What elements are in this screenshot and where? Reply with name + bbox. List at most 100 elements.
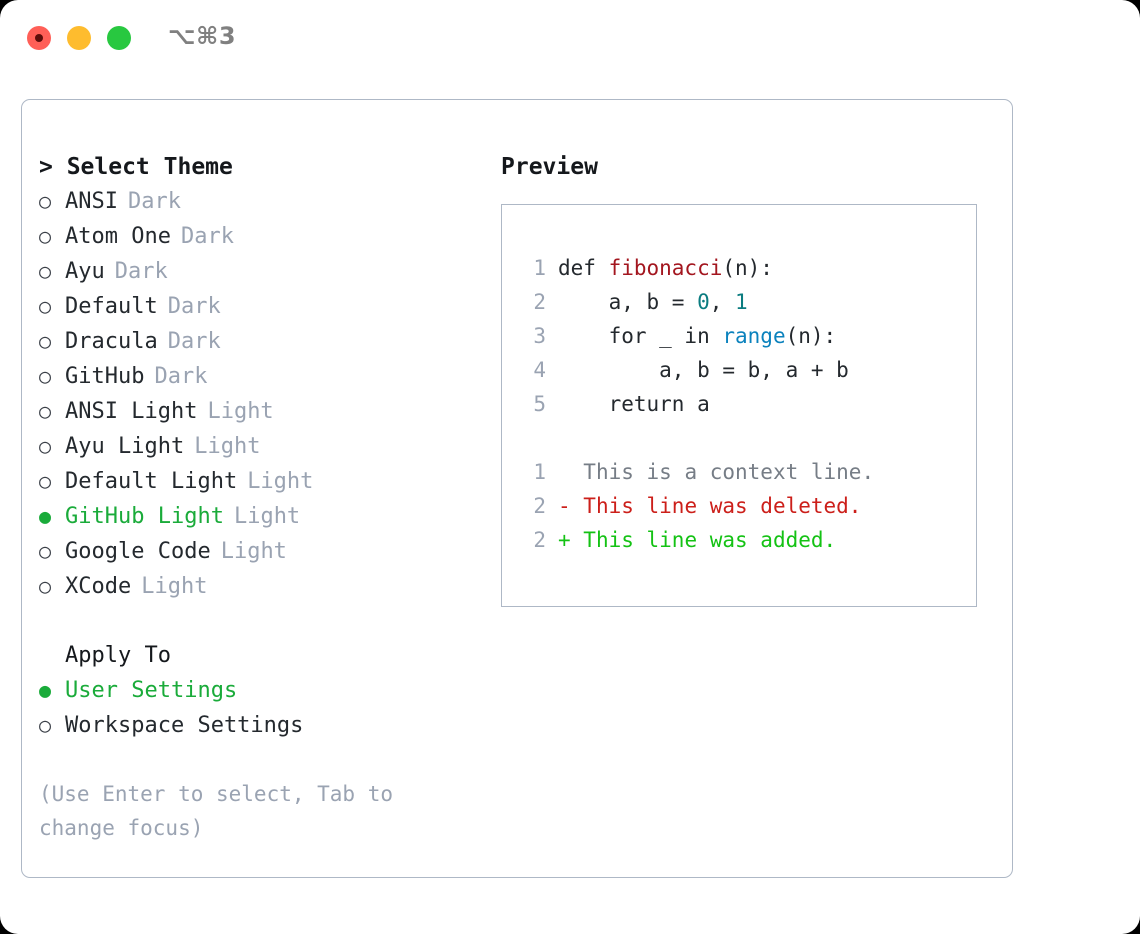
theme-option-label: GitHub Light (65, 504, 224, 529)
theme-option-ayu-light[interactable]: ○ Ayu Light Light (39, 429, 469, 464)
theme-option-github[interactable]: ○ GitHub Dark (39, 359, 469, 394)
code-line-text: return a (558, 387, 710, 421)
radio-unselected-icon: ○ (39, 364, 52, 388)
diff-line-text: + This line was added. (558, 523, 836, 557)
diff-sign: + (558, 528, 584, 552)
code-line-text: def fibonacci(n): (558, 251, 773, 285)
apply-to-option-list: ● User Settings ○Workspace Settings (39, 673, 469, 743)
diff-sign (558, 460, 583, 484)
radio-selected-icon: ● (39, 678, 52, 702)
radio-unselected-icon: ○ (39, 574, 52, 598)
theme-option-label: Ayu Light (65, 434, 185, 459)
diff-line-number: 1 (533, 460, 546, 484)
theme-option-label: XCode (65, 574, 132, 599)
diff-line-group: 1 This is a context line.2- This line wa… (516, 455, 874, 557)
minimize-button[interactable] (67, 26, 91, 50)
apply-to-header: ○ Apply To (39, 638, 469, 673)
theme-option-ayu[interactable]: ○ Ayu Dark (39, 254, 469, 289)
diff-line-add: 2 + This line was added. (516, 523, 874, 557)
zoom-button[interactable] (107, 26, 131, 50)
select-theme-header: > Select Theme (39, 154, 233, 180)
title-bar: ⌥⌘3 (0, 0, 1140, 78)
theme-option-label: Ayu (65, 259, 105, 284)
radio-unselected-icon: ○ (39, 399, 52, 423)
radio-unselected-icon: ○ (39, 539, 52, 563)
code-line-number: 1 (533, 256, 546, 280)
theme-option-github-light[interactable]: ● GitHub Light Light (39, 499, 469, 534)
theme-option-tag: Dark (180, 224, 234, 249)
preview-header: Preview (501, 154, 598, 180)
theme-option-tag: Light (194, 434, 261, 459)
radio-unselected-icon: ○ (39, 224, 52, 248)
code-token-plain: , (709, 290, 736, 314)
diff-line-del: 2- This line was deleted. (516, 489, 874, 523)
apply-to-option-user-settings[interactable]: ● User Settings (39, 673, 469, 708)
diff-line-text: This is a context line. (558, 455, 874, 489)
apply-to-option-label: User Settings (65, 678, 238, 703)
theme-option-tag: Dark (127, 189, 181, 214)
preview-box: 1 def fibonacci(n): 2 a, b = 0, 1 3 for _ i… (501, 204, 977, 607)
code-line-number: 3 (533, 324, 546, 348)
traffic-light-group (27, 26, 131, 50)
theme-option-xcode[interactable]: ○ XCode Light (39, 569, 469, 604)
radio-unselected-icon: ○ (39, 469, 52, 493)
keyboard-hint-text: (Use Enter to select, Tab to change focu… (39, 782, 394, 840)
close-button[interactable] (27, 26, 51, 50)
diff-line-number: 2 (533, 528, 546, 552)
theme-option-default[interactable]: ○ Default Dark (39, 289, 469, 324)
code-line-text: a, b = b, a + b (558, 353, 849, 387)
theme-option-dracula[interactable]: ○ Dracula Dark (39, 324, 469, 359)
apply-to-header-label: Apply To (65, 643, 171, 668)
code-token-call: range (722, 324, 786, 348)
theme-option-label: Google Code (65, 539, 211, 564)
theme-option-tag: Dark (154, 364, 208, 389)
theme-option-tag: Dark (167, 294, 221, 319)
theme-option-label: ANSI Light (65, 399, 198, 424)
theme-option-tag: Light (233, 504, 301, 529)
diff-line-ctx: 1 This is a context line. (516, 455, 874, 489)
code-line: 4 a, b = b, a + b (516, 353, 874, 387)
theme-option-label: Default (65, 294, 158, 319)
theme-option-tag: Dark (167, 329, 221, 354)
theme-option-tag: Light (141, 574, 208, 599)
diff-body: This line was deleted. (583, 494, 862, 518)
radio-unselected-icon: ○ (39, 189, 52, 213)
preview-column: Preview 1 def fibonacci(n): 2 a, b = 0, 1 3… (501, 150, 981, 607)
theme-option-tag: Dark (114, 259, 168, 284)
apply-to-option-workspace-settings[interactable]: ○Workspace Settings (39, 708, 469, 743)
code-token-plain: for _ in (558, 324, 723, 348)
radio-unselected-icon: ○ (39, 259, 52, 283)
code-token-num: 0 (697, 290, 710, 314)
radio-selected-icon: ● (39, 504, 52, 528)
code-line-number: 2 (533, 290, 546, 314)
code-token-plain: return a (558, 392, 710, 416)
code-sample: 1 def fibonacci(n): 2 a, b = 0, 1 3 for _ i… (516, 251, 874, 557)
theme-option-tag: Light (207, 399, 274, 424)
code-token-plain: (n): (722, 256, 773, 280)
radio-unselected-icon: ○ (39, 294, 52, 318)
code-line-number: 4 (533, 358, 546, 382)
code-line: 5 return a (516, 387, 874, 421)
code-line-text: for _ in range(n): (558, 319, 837, 353)
code-token-plain: def (558, 256, 609, 280)
radio-unselected-icon: ○ (39, 329, 52, 353)
code-token-plain: a, b = (558, 290, 698, 314)
code-token-num: 1 (735, 290, 748, 314)
diff-body: This is a context line. (583, 460, 875, 484)
radio-unselected-icon: ○ (39, 434, 52, 458)
code-line-number: 5 (533, 392, 546, 416)
keyboard-shortcut-label: ⌥⌘3 (168, 22, 237, 50)
theme-option-ansi-light[interactable]: ○ ANSI Light Light (39, 394, 469, 429)
theme-option-label: GitHub (65, 364, 145, 389)
theme-option-label: Dracula (65, 329, 158, 354)
code-line-group: 1 def fibonacci(n): 2 a, b = 0, 1 3 for _ i… (516, 251, 874, 421)
